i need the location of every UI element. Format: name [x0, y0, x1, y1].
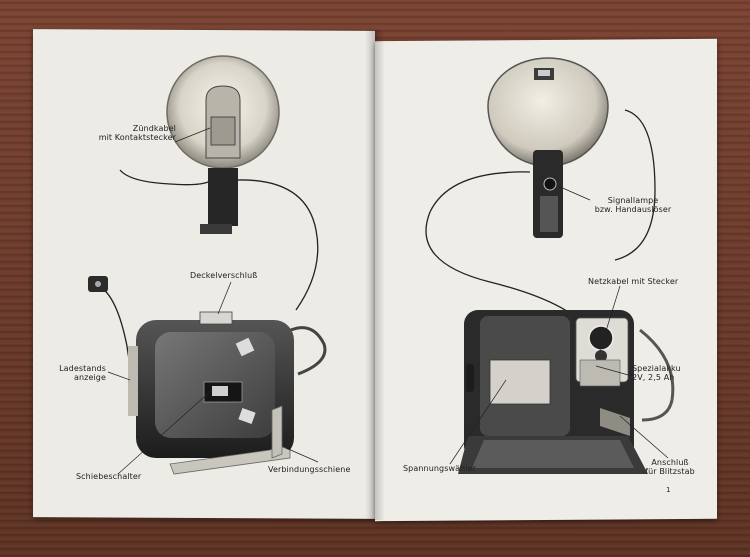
label-signallampe: Signallampe bzw. Handauslöser — [588, 196, 678, 214]
label-zuendkabel-line2: mit Kontaktstecker — [98, 133, 176, 142]
right-cables — [425, 109, 675, 422]
left-flash-reflector — [166, 55, 280, 234]
label-anschluss: Anschluß für Blitzstab — [640, 458, 700, 476]
label-verbindungsschiene: Verbindungsschiene — [268, 465, 351, 474]
right-leader-lines — [449, 185, 669, 465]
left-cables — [88, 169, 319, 397]
left-flash-unit — [128, 311, 327, 475]
label-zuendkabel-line1: Zündkabel — [132, 124, 176, 133]
page-number: 1 — [666, 486, 671, 494]
label-deckelverschluss: Deckelverschluß — [190, 271, 258, 280]
label-zuendkabel: Zündkabel mit Kontaktstecker — [60, 124, 176, 142]
label-spezialakku-line2: 2V, 2,5 Ah — [632, 373, 675, 382]
label-ladestands: Ladestands anzeige — [44, 364, 106, 382]
label-anschluss-line2: für Blitzstab — [645, 467, 695, 476]
label-ladestands-line1: Ladestands — [59, 364, 106, 373]
label-spezialakku-line1: Spezialakku — [632, 364, 681, 373]
label-signallampe-line1: Signallampe — [607, 196, 659, 205]
right-flash-reflector — [487, 57, 609, 238]
left-leader-lines — [107, 127, 319, 475]
label-signallampe-line2: bzw. Handauslöser — [594, 205, 672, 214]
label-schiebeschalter: Schiebeschalter — [76, 472, 142, 481]
book-gutter — [365, 30, 385, 520]
right-open-unit — [458, 310, 648, 474]
label-anschluss-line1: Anschluß — [651, 458, 689, 467]
label-netzkabel: Netzkabel mit Stecker — [588, 277, 679, 286]
label-spannungswaehler: Spannungswähler — [403, 464, 477, 473]
label-ladestands-line2: anzeige — [73, 373, 106, 382]
label-spezialakku: Spezialakku 2V, 2,5 Ah — [632, 364, 681, 382]
